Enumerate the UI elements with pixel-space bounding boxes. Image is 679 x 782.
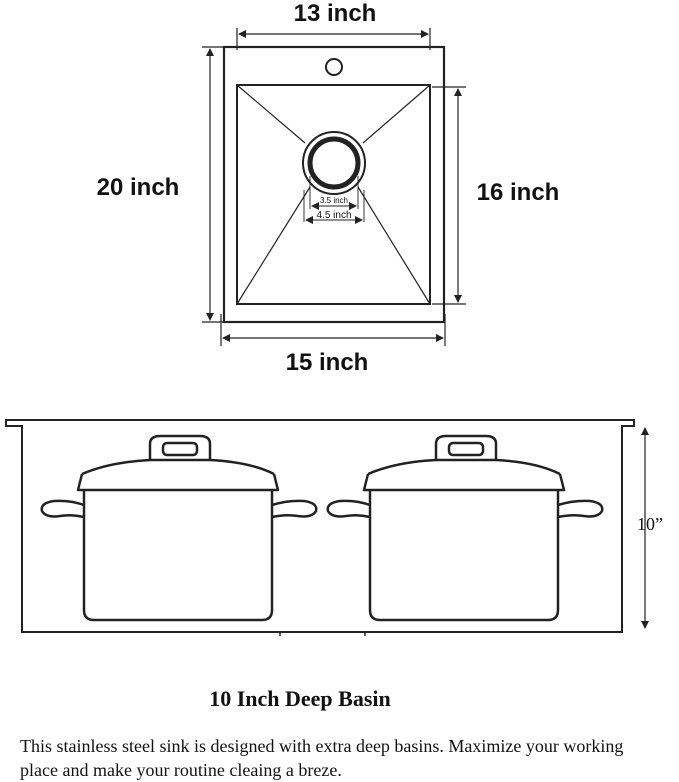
caption-body: This stainless steel sink is designed wi… [20, 736, 624, 780]
slope-line [362, 84, 431, 144]
dim-height-outer [202, 46, 226, 323]
dim-depth-label: 10” [637, 514, 663, 534]
caption-title: 10 Inch Deep Basin [209, 686, 391, 711]
stock-pot-left [40, 434, 318, 622]
faucet-hole [325, 58, 343, 76]
drain-inner-label: 3.5 inch [320, 196, 348, 205]
drain-outer-ring [302, 131, 366, 195]
dim-width-top-label: 13 inch [294, 0, 377, 27]
dim-height-inner [432, 86, 466, 305]
drain-inner-ring [307, 136, 361, 190]
stock-pot-right [326, 434, 604, 622]
sink-outer-rim [222, 45, 446, 324]
sink-side-view [5, 419, 635, 636]
dim-height-inner-label: 16 inch [477, 179, 560, 206]
dim-drain [303, 176, 365, 224]
sink-top-view [222, 45, 446, 324]
slope-line [236, 84, 306, 144]
sink-basin [236, 84, 431, 305]
slope-line [357, 186, 431, 305]
dim-width-top [236, 28, 431, 50]
sink-rim [5, 419, 635, 633]
dim-width-bottom [220, 314, 446, 346]
drain-outer-label: 4.5 inch [316, 210, 351, 221]
dim-height-outer-label: 20 inch [97, 174, 180, 201]
dim-width-bottom-label: 15 inch [286, 349, 369, 376]
slope-line [236, 186, 311, 305]
